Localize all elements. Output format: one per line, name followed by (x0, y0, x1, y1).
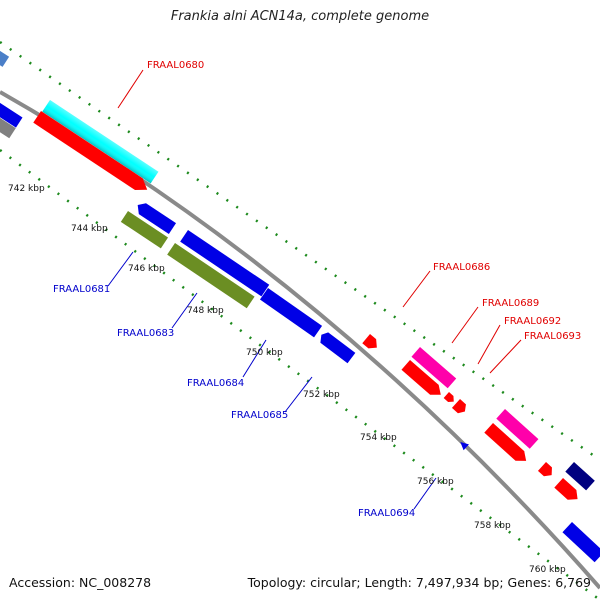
gene-label-fraal0693[interactable]: FRAAL0693 (524, 331, 581, 342)
gene-feature-red-0697[interactable] (537, 462, 556, 480)
gene-feature-red-0689[interactable] (401, 360, 444, 400)
gene-label-fraal0689[interactable]: FRAAL0689 (482, 298, 539, 309)
tick-label: 746 kbp (128, 264, 165, 274)
gene-label-fraal0683[interactable]: FRAAL0683 (117, 328, 174, 339)
gene-feature-blue-left[interactable] (0, 99, 23, 128)
gene-feature-red-0693[interactable] (451, 399, 469, 416)
gene-feature-magenta-0693[interactable] (496, 409, 539, 449)
tick-label: 760 kbp (529, 565, 566, 575)
gene-feature-red-0680[interactable] (33, 111, 151, 196)
tick-label: 752 kbp (303, 390, 340, 400)
tick-label: 742 kbp (8, 184, 45, 194)
gene-feature-red-0692[interactable] (443, 392, 457, 405)
forward-leader-lines (117, 69, 522, 374)
gene-feature-blue-0685[interactable] (317, 330, 356, 364)
inner-tick-track (0, 149, 600, 600)
gene-label-fraal0680[interactable]: FRAAL0680 (147, 60, 204, 71)
gene-feature-gray-left[interactable] (0, 114, 16, 139)
gene-feature-red-0695[interactable] (484, 423, 530, 466)
gene-feature-blue-0684[interactable] (259, 288, 323, 338)
gene-feature-red-0698[interactable] (554, 478, 581, 504)
map-title: Frankia alni ACN14a, complete genome (170, 9, 430, 24)
genome-summary-text: Topology: circular; Length: 7,497,934 bp… (247, 575, 591, 590)
gene-feature-olive-0681[interactable] (120, 211, 169, 249)
tick-label: 744 kbp (71, 224, 108, 234)
gene-label-fraal0685[interactable]: FRAAL0685 (231, 410, 288, 421)
gene-label-fraal0681[interactable]: FRAAL0681 (53, 284, 110, 295)
reverse-gene-labels: FRAAL0681 FRAAL0683 FRAAL0684 FRAAL0685 … (53, 284, 415, 519)
gene-feature-cyan-0680[interactable] (42, 100, 159, 184)
outer-tick-track (0, 40, 600, 462)
gene-feature-blue-right[interactable] (562, 522, 600, 563)
gene-feature-magenta-0689[interactable] (411, 347, 457, 389)
gene-feature-navy[interactable] (565, 462, 595, 491)
gene-feature-blue-0683[interactable] (180, 230, 270, 297)
genome-backbone (0, 90, 600, 590)
gene-feature-blue-0694[interactable] (458, 439, 469, 451)
gene-feature-blue-0681[interactable] (134, 200, 177, 235)
gene-label-fraal0684[interactable]: FRAAL0684 (187, 378, 244, 389)
gene-label-fraal0694[interactable]: FRAAL0694 (358, 508, 415, 519)
gene-feature-steel[interactable] (0, 47, 10, 67)
accession-text: Accession: NC_008278 (9, 575, 152, 590)
tick-label: 758 kbp (474, 521, 511, 531)
forward-gene-labels: FRAAL0680 FRAAL0686 FRAAL0689 FRAAL0692 … (147, 60, 581, 342)
gene-label-fraal0686[interactable]: FRAAL0686 (433, 262, 490, 273)
tick-label: 748 kbp (187, 306, 224, 316)
gene-feature-red-0686[interactable] (362, 334, 380, 352)
gene-feature-olive-0683[interactable] (167, 243, 255, 309)
gene-label-fraal0692[interactable]: FRAAL0692 (504, 316, 561, 327)
tick-label: 750 kbp (246, 348, 283, 358)
tick-label: 756 kbp (417, 477, 454, 487)
tick-labels: 742 kbp 744 kbp 746 kbp 748 kbp 750 kbp … (8, 184, 566, 575)
tick-label: 754 kbp (360, 433, 397, 443)
reverse-leader-lines (107, 251, 437, 510)
